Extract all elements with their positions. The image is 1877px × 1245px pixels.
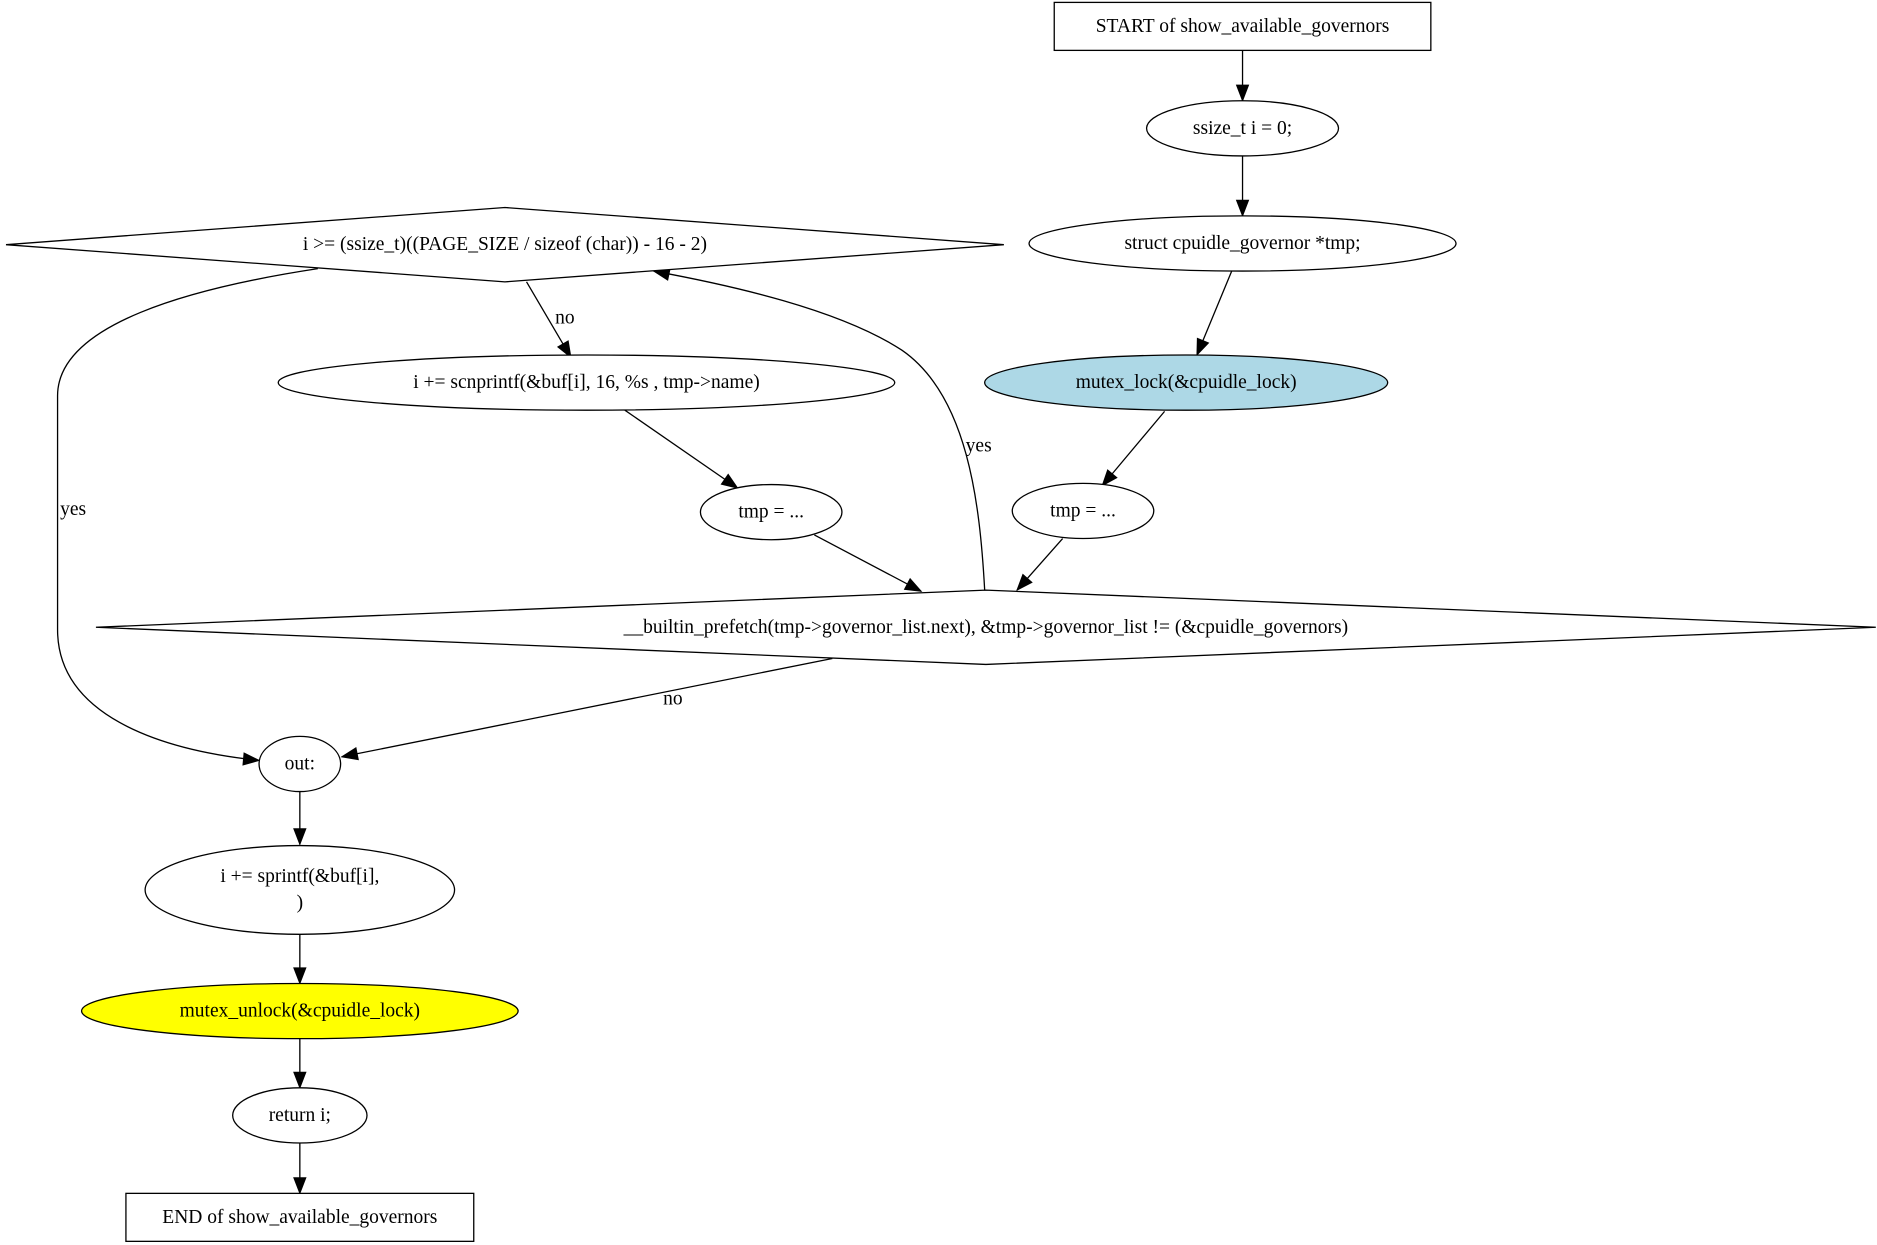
box-shape (125, 1192, 475, 1242)
edges-layer: yes no no yes (56, 50, 1250, 1195)
edge-loop_cond-to-out: no (340, 657, 833, 761)
arrowhead (293, 1071, 307, 1090)
node-scnprintf: i += scnprintf(&buf[i], 16, %s , tmp->na… (277, 354, 896, 411)
edge-loop_cond-to-size_check: yes (652, 267, 992, 591)
ellipse-shape (1145, 100, 1340, 157)
edge-line (814, 534, 922, 592)
node-size-check: i >= (ssize_t)((PAGE_SIZE / sizeof (char… (5, 206, 1004, 283)
edge-line (624, 409, 738, 489)
ellipse-shape (1011, 482, 1155, 540)
edge-decl_tmp-to-mutex_lock (1196, 270, 1233, 357)
edge-mutex_lock-to-tmp_init (1101, 410, 1166, 487)
edge-size_check-to-out: yes (56, 268, 318, 766)
ellipse-shape (80, 982, 519, 1040)
edge-decl_i-to-decl_tmp (1235, 155, 1250, 218)
edge-line (1101, 410, 1166, 487)
node-mutex-lock: mutex_lock(&cpuidle_lock) (984, 354, 1389, 411)
edge-line (653, 270, 986, 591)
ellipse-shape (258, 735, 342, 793)
node-decl-i: ssize_t i = 0; (1145, 100, 1340, 157)
edge-line (56, 268, 318, 762)
arrowhead (340, 747, 359, 761)
node-tmp-next: tmp = ... (699, 483, 843, 541)
node-label: out: (285, 753, 315, 774)
node-out: out: (258, 735, 342, 793)
arrowhead (293, 967, 307, 985)
edge-line (341, 657, 833, 758)
ellipse-shape (1028, 215, 1457, 272)
ellipse-shape (699, 483, 843, 541)
arrowhead (242, 752, 261, 766)
node-label: struct cpuidle_governor *tmp; (1124, 233, 1360, 254)
arrowhead (1196, 337, 1210, 357)
box-shape (1053, 1, 1432, 52)
node-label: START of show_available_governors (1096, 16, 1390, 37)
arrowhead (293, 1177, 307, 1195)
arrowhead (556, 340, 572, 359)
node-label: END of show_available_governors (162, 1207, 437, 1228)
edge-start-to-decl_i (1235, 50, 1250, 103)
node-return-i: return i; (232, 1087, 368, 1144)
node-label: i += scnprintf(&buf[i], 16, %s , tmp->na… (413, 372, 760, 393)
edge-scnprintf-to-tmp_next (624, 409, 739, 489)
arrowhead (720, 473, 739, 489)
node-mutex-unlock: mutex_unlock(&cpuidle_lock) (80, 982, 519, 1040)
node-label: tmp = ... (738, 502, 804, 523)
edge-label-no: no (663, 689, 683, 710)
node-label: i += sprintf(&buf[i], (220, 866, 379, 887)
edge-sprintf-to-mutex_unlock (293, 934, 307, 985)
node-label: i >= (ssize_t)((PAGE_SIZE / sizeof (char… (303, 234, 707, 255)
arrowhead (903, 577, 923, 592)
arrowhead (1016, 573, 1033, 592)
node-decl-tmp: struct cpuidle_governor *tmp; (1028, 215, 1457, 272)
edge-label-yes: yes (60, 499, 86, 520)
edge-size_check-to-scnprintf: no (525, 281, 575, 359)
edge-mutex_unlock-to-return_i (293, 1038, 307, 1090)
node-start: START of show_available_governors (1053, 1, 1432, 52)
ellipse-shape (144, 844, 456, 935)
diamond-shape (5, 206, 1004, 283)
ellipse-shape (232, 1087, 368, 1144)
nodes-layer: START of show_available_governors ssize_t… (5, 1, 1876, 1242)
node-loop-cond: __builtin_prefetch(tmp->governor_list.ne… (95, 589, 1876, 666)
node-label: mutex_lock(&cpuidle_lock) (1076, 372, 1297, 393)
node-end: END of show_available_governors (125, 1192, 475, 1242)
edge-out-to-sprintf (293, 791, 307, 846)
arrowhead (293, 828, 307, 846)
node-tmp-init: tmp = ... (1011, 482, 1155, 540)
arrowhead (1235, 84, 1250, 103)
node-sprintf: i += sprintf(&buf[i],) (144, 844, 456, 935)
node-label: ) (297, 893, 304, 914)
arrowhead (1101, 469, 1118, 487)
node-label: mutex_unlock(&cpuidle_lock) (180, 1001, 420, 1022)
edge-tmp_init-to-loop_cond (1016, 538, 1064, 592)
node-label: tmp = ... (1050, 500, 1116, 521)
ellipse-shape (277, 354, 896, 411)
edge-label-yes: yes (966, 436, 992, 457)
diamond-shape (95, 589, 1876, 666)
node-label: return i; (269, 1105, 331, 1126)
edge-return_i-to-end (293, 1142, 307, 1195)
edge-tmp_next-to-loop_cond (814, 534, 923, 592)
node-label: __builtin_prefetch(tmp->governor_list.ne… (623, 617, 1349, 638)
arrowhead (1235, 199, 1250, 218)
ellipse-shape (984, 354, 1389, 411)
node-label: ssize_t i = 0; (1193, 118, 1292, 139)
edge-label-no: no (555, 307, 575, 328)
